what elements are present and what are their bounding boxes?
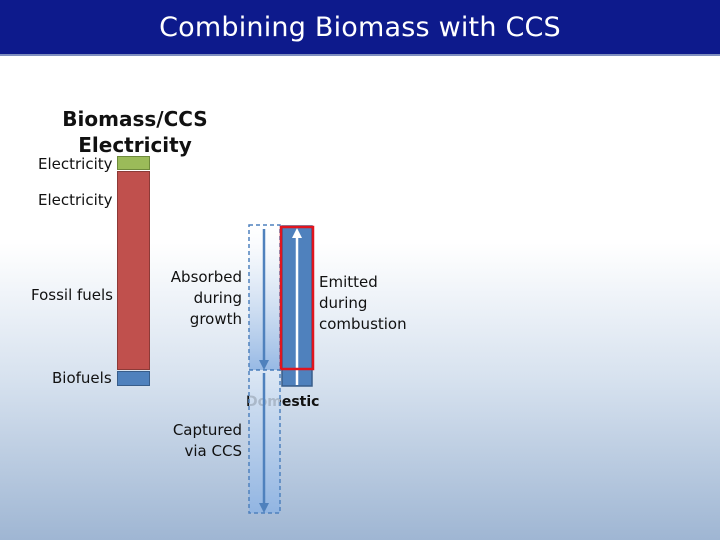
electricity-segment [117,156,150,170]
label-electricity-mid: Electricity [38,191,113,209]
absorbed-line-2: during [193,289,242,307]
captured-arrowhead [259,503,269,513]
label-electricity-top: Electricity [38,155,113,173]
emitted-highlight-frame [279,225,315,371]
emitted-line-1: Emitted [319,273,378,291]
label-absorbed-during-growth: Absorbed during growth [150,267,242,330]
label-fossil-fuels: Fossil fuels [31,286,114,304]
heading-line-1: Biomass/CCS [62,107,208,131]
emitted-arrowhead [292,228,302,238]
biofuels-segment [117,371,150,386]
label-biofuels: Biofuels [52,369,112,387]
fossil-fuels-segment [117,171,150,370]
label-emitted-during-combustion: Emitted during combustion [319,272,407,335]
captured-line-1: Captured [172,421,242,439]
captured-line-2: via CCS [184,442,242,460]
emitted-line-2: during [319,294,368,312]
diagram-heading: Biomass/CCS Electricity [55,106,215,158]
absorbed-line-1: Absorbed [170,268,242,286]
absorbed-arrowhead [259,360,269,370]
absorbed-line-3: growth [189,310,242,328]
title-bar: Combining Biomass with CCS [0,0,720,56]
heading-line-2: Electricity [78,133,192,157]
label-captured-via-ccs: Captured via CCS [150,420,242,462]
slide-title: Combining Biomass with CCS [159,11,561,43]
emitted-line-3: combustion [319,315,407,333]
